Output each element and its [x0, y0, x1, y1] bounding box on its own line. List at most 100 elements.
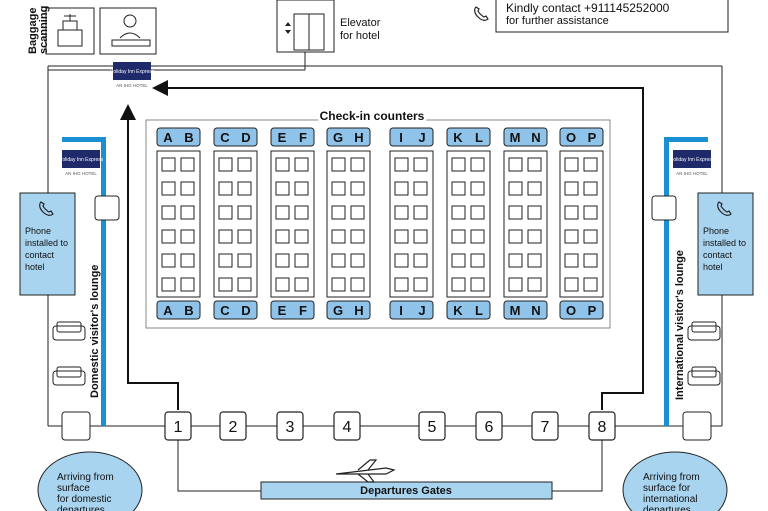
gate-box[interactable]	[276, 411, 304, 441]
counter-booth	[331, 253, 346, 268]
phone-right-line-1: Phone	[703, 226, 729, 236]
counter-booth	[583, 205, 598, 220]
counter-booth	[583, 277, 598, 292]
counter-booth	[350, 205, 365, 220]
gate-7[interactable]: 7	[531, 411, 559, 441]
gate-box[interactable]	[219, 411, 247, 441]
departures-label: Departures Gates	[360, 485, 452, 497]
phone-left-line-4: hotel	[25, 262, 45, 272]
counter-booth	[583, 229, 598, 244]
counter-label-bottom	[213, 300, 258, 320]
counter-booth	[275, 181, 290, 196]
sofa-icon	[52, 366, 86, 386]
departures-gates-bar	[260, 481, 553, 500]
counter-label-top	[213, 127, 258, 147]
counter-booth	[451, 181, 466, 196]
hotel-logo-left: Holiday Inn Express AN IHG HOTEL	[59, 150, 104, 176]
counter-booth	[237, 229, 252, 244]
gate-box[interactable]	[531, 411, 559, 441]
counter-label-top	[156, 127, 201, 147]
counter-booth	[294, 253, 309, 268]
counter-letter: M	[510, 130, 521, 145]
international-lounge-label: International visitor's lounge	[674, 250, 686, 400]
gate-6[interactable]: 6	[475, 411, 503, 441]
gate-box[interactable]	[333, 411, 361, 441]
counter-letter: P	[588, 130, 597, 145]
counter-booth	[180, 229, 195, 244]
counter-label-bottom	[389, 300, 434, 320]
logo-sub-left: AN IHG HOTEL	[65, 171, 97, 176]
contact-line-1: Kindly contact +911145252000	[506, 1, 670, 15]
counter-booth	[294, 229, 309, 244]
counter-booth	[394, 181, 409, 196]
counter-booth	[564, 277, 579, 292]
arrival-dom-line-3: for domestic	[57, 494, 111, 505]
counter-booth	[470, 205, 485, 220]
gate-number: 5	[428, 419, 437, 436]
counter-booth	[218, 181, 233, 196]
gate-number: 2	[229, 419, 238, 436]
phone-right-line-3: contact	[703, 250, 733, 260]
gate-box[interactable]	[418, 411, 446, 441]
counter-booth	[527, 205, 542, 220]
counter-booth	[294, 181, 309, 196]
counter-booth	[451, 277, 466, 292]
counter-booth	[508, 157, 523, 172]
counter-label-bottom	[559, 300, 604, 320]
counter-booth	[564, 157, 579, 172]
arrival-dom-line-2: surface	[57, 483, 90, 494]
counter-letter: C	[220, 130, 230, 145]
phone-box-right: Phone installed to contact hotel	[697, 192, 754, 296]
gate-5[interactable]: 5	[418, 411, 446, 441]
counter-booth	[508, 181, 523, 196]
counter-booth	[564, 205, 579, 220]
counter-booth	[527, 157, 542, 172]
contact-line-2: for further assistance	[506, 15, 609, 27]
counter-booth	[527, 253, 542, 268]
airplane-icon	[335, 459, 396, 483]
counter-booth	[294, 277, 309, 292]
counter-booth	[413, 253, 428, 268]
counter-booth	[413, 157, 428, 172]
gate-8[interactable]: 8	[588, 411, 616, 441]
counter-desk	[156, 150, 201, 298]
counter-booth	[583, 253, 598, 268]
counter-booth	[413, 229, 428, 244]
logo-brand-left: Holiday Inn Express	[59, 157, 104, 163]
counter-letter: N	[531, 130, 540, 145]
counter-label-bottom	[326, 300, 371, 320]
counter-booth	[218, 253, 233, 268]
counter-booth	[583, 181, 598, 196]
counter-letter: F	[299, 130, 307, 145]
counter-booth	[180, 277, 195, 292]
gate-number: 8	[598, 419, 607, 436]
gate-4[interactable]: 4	[333, 411, 361, 441]
domestic-path-arrow	[120, 104, 179, 410]
counter-letter: A	[163, 303, 173, 318]
pillar-bottom-left	[61, 411, 91, 441]
gate-box[interactable]	[475, 411, 503, 441]
counter-booth	[394, 157, 409, 172]
counter-booth	[394, 253, 409, 268]
counter-booth	[470, 157, 485, 172]
counter-desk	[503, 150, 548, 298]
hotel-logo-right: Holiday Inn Express AN IHG HOTEL	[670, 150, 715, 176]
counter-booth	[413, 277, 428, 292]
counter-booth	[451, 157, 466, 172]
counter-letter: D	[241, 130, 250, 145]
elevator-label-1: Elevator	[340, 17, 381, 29]
counter-booth	[161, 277, 176, 292]
counter-letter: B	[184, 130, 193, 145]
baggage-scanner-icon	[45, 7, 95, 55]
counter-letter: N	[531, 303, 540, 318]
counter-booth	[237, 253, 252, 268]
counter-letter: I	[399, 303, 403, 318]
pillar-left	[94, 195, 120, 221]
baggage-label-2: scanning	[38, 6, 50, 54]
counter-booth	[451, 253, 466, 268]
gate-3[interactable]: 3	[276, 411, 304, 441]
gate-2[interactable]: 2	[219, 411, 247, 441]
gate-1[interactable]: 1	[164, 411, 192, 441]
